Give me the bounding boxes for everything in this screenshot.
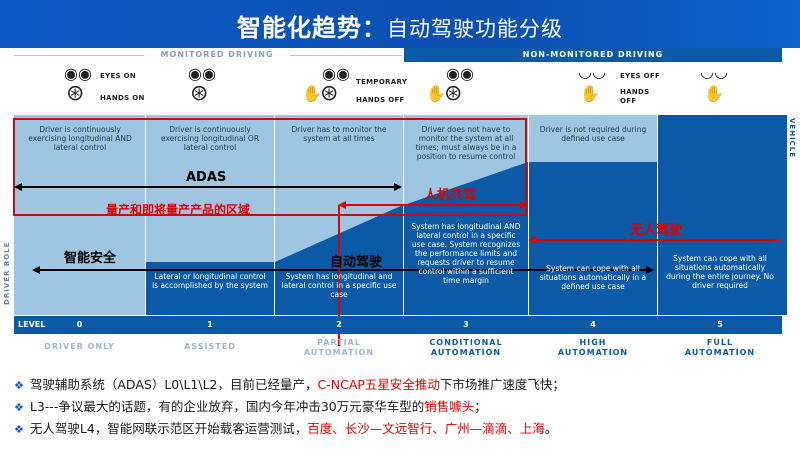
mode-l1: ASSISTED xyxy=(184,342,236,351)
smart-safety-arrow-right-head xyxy=(646,266,654,274)
cell-driver-l3: Driver does not have to monitor the syst… xyxy=(415,125,517,161)
hands-off-tag-l2: HANDS OFF xyxy=(356,96,405,104)
raised-hand-icon-l2: ✋ xyxy=(302,84,322,103)
level-num-4: 4 xyxy=(590,320,596,329)
hands-tag: HANDS xyxy=(620,88,650,96)
title-main: 智能化趋势 xyxy=(237,14,362,42)
smart-safety-annotation: 智能安全 xyxy=(64,251,117,266)
diamond-bullet-icon: ❖ xyxy=(14,379,24,392)
bullet-1-text-a: 驾驶辅助系统（ADAS）L0\L1\L2，目前已经量产， xyxy=(29,377,318,392)
unmanned-arrow-left-head xyxy=(528,236,536,244)
level-num-3: 3 xyxy=(463,320,469,329)
bullet-list: ❖ 驾驶辅助系统（ADAS）L0\L1\L2，目前已经量产，C-NCAP五星安全推… xyxy=(14,374,794,440)
bullet-3-text-c: 。 xyxy=(544,421,558,436)
title-bar: 智能化趋势：自动驾驶功能分级 xyxy=(0,0,800,48)
bullet-3-text-b: 百度、长沙—文远智行、广州—滴滴、上海 xyxy=(307,421,545,436)
bullet-2-text-c: ； xyxy=(474,399,487,414)
bullet-item-2: ❖ L3---争议最大的话题，有的企业放弃，国内今年冲击30万元豪华车型的销售噱头… xyxy=(14,396,794,418)
level-row xyxy=(14,316,782,334)
system-wedge-l3 xyxy=(404,162,528,315)
mode-l4: HIGH AUTOMATION xyxy=(557,338,629,357)
eyes-icon-l2: ◉◉ xyxy=(322,64,350,83)
steering-wheel-icon-l1: ⊛ xyxy=(190,81,209,106)
closed-eyes-icon: ◡◡ xyxy=(578,62,606,81)
eyes-icon-l3: ◉◉ xyxy=(446,64,474,83)
raised-hand-icon-l3: ✋ xyxy=(426,84,446,103)
eyes-on-tag: EYES ON xyxy=(100,72,137,80)
diamond-bullet-icon: ❖ xyxy=(14,401,24,414)
bullet-2-text-b: 销售噱头 xyxy=(424,399,475,414)
system-area-l4 xyxy=(529,162,657,315)
cell-driver-l0: Driver is continuously exercising longit… xyxy=(28,125,132,152)
raised-hand-icon-l5: ✋ xyxy=(704,84,724,103)
mode-l5: FULL AUTOMATION xyxy=(684,338,756,357)
eyes-icon-l1: ◉◉ xyxy=(188,64,216,83)
bullet-1-text-c: 下市场推广速度飞快； xyxy=(439,377,565,392)
mode-l2: PARTIAL AUTOMATION xyxy=(303,338,375,357)
monitored-line-right xyxy=(290,55,402,56)
mass-production-annotation: 量产和即将量产产品的区域 xyxy=(106,203,251,217)
bullet-item-1: ❖ 驾驶辅助系统（ADAS）L0\L1\L2，目前已经量产，C-NCAP五星安全推… xyxy=(14,374,794,396)
cell-driver-l4: Driver is not required during defined us… xyxy=(539,125,647,143)
eyes-off-tag: EYES OFF xyxy=(620,72,661,80)
adas-annotation: ADAS xyxy=(186,170,227,185)
adas-arrow-right-head xyxy=(394,183,402,191)
cell-system-l1: Lateral or longitudinal control is accom… xyxy=(152,272,268,290)
slide-title: 智能化趋势：自动驾驶功能分级 xyxy=(0,8,800,43)
vehicle-role-bar xyxy=(781,115,787,315)
cell-driver-l2: Driver has to monitor the system at all … xyxy=(291,125,387,143)
level-num-1: 1 xyxy=(207,320,213,329)
human-machine-arrow-right-head xyxy=(520,201,528,209)
eyes-icon: ◉◉ xyxy=(64,64,92,83)
level-num-0: 0 xyxy=(76,320,83,329)
cell-system-l4: System can cope with all situations auto… xyxy=(539,264,647,291)
monitored-line-left xyxy=(14,55,144,56)
title-colon: ： xyxy=(362,14,387,42)
temporary-tag: TEMPORARY xyxy=(356,78,408,86)
cell-system-l3: System has longitudinal AND lateral cont… xyxy=(411,222,521,285)
human-machine-annotation: 人机共驾 xyxy=(424,188,477,203)
level-num-5: 5 xyxy=(717,320,723,329)
level-num-2: 2 xyxy=(336,320,342,329)
smart-safety-arrow-left-head xyxy=(32,266,40,274)
human-machine-arrow-left-head xyxy=(338,201,346,209)
steering-wheel-icon-l2: ⊛ xyxy=(320,81,339,106)
mode-l0: DRIVER ONLY xyxy=(44,342,115,351)
auto-driving-annotation: 自动驾驶 xyxy=(330,255,383,270)
hands-on-tag: HANDS ON xyxy=(100,94,145,102)
steering-wheel-icon-l3: ⊛ xyxy=(444,81,463,106)
non-monitored-driving-label: NON-MONITORED DRIVING xyxy=(404,48,782,62)
title-sub: 自动驾驶功能分级 xyxy=(387,17,563,41)
cell-system-l2: System has longitudinal and lateral cont… xyxy=(281,272,397,299)
raised-hand-icon-l4: ✋ xyxy=(580,84,600,103)
mode-l3: CONDITIONAL AUTOMATION xyxy=(429,338,503,357)
bullet-3-text-a: 无人驾驶L4，智能网联示范区开始载客运营测试， xyxy=(29,421,308,436)
off-tag: OFF xyxy=(620,97,637,105)
vehicle-role-label: VEHICLE ROLE xyxy=(780,118,796,159)
level-label: LEVEL xyxy=(18,320,46,329)
adas-arrow-left-head xyxy=(14,183,22,191)
monitored-driving-label: MONITORED DRIVING xyxy=(160,50,274,59)
bullet-2-text-a: L3---争议最大的话题，有的企业放弃，国内今年冲击30万元豪华车型的 xyxy=(29,399,425,414)
column-level-5 xyxy=(658,115,782,315)
cell-driver-l1: Driver is continuously exercising longit… xyxy=(160,125,260,152)
diamond-bullet-icon: ❖ xyxy=(14,423,24,436)
closed-eyes-icon-l5: ◡◡ xyxy=(700,62,728,81)
driver-role-label: DRIVER ROLE xyxy=(3,241,11,305)
cell-system-l5: System can cope with all situations auto… xyxy=(666,254,774,290)
steering-wheel-icon: ⊛ xyxy=(66,81,85,106)
bullet-1-text-b: C-NCAP五星安全推动 xyxy=(317,377,440,392)
bullet-item-3: ❖ 无人驾驶L4，智能网联示范区开始载客运营测试，百度、长沙—文远智行、广州—滴滴… xyxy=(14,418,794,440)
mass-production-box xyxy=(13,118,527,216)
unmanned-annotation: 无人驾驶 xyxy=(630,223,683,238)
